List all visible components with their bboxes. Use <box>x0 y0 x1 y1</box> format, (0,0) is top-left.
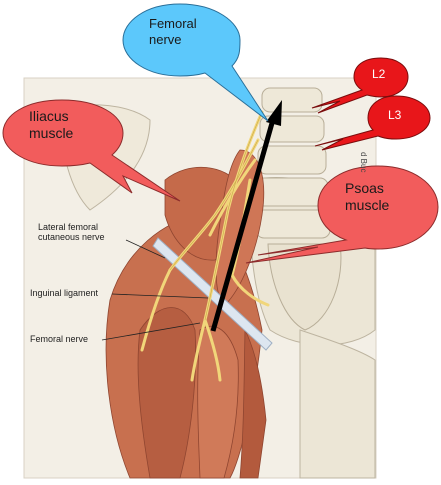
l3-callout-text: L3 <box>388 108 402 122</box>
femoral-nerve-arrow-shaft <box>210 115 277 332</box>
l2-callout-text: L2 <box>372 67 386 81</box>
psoas-callout <box>245 165 439 264</box>
iliacus-callout-text: Iliacus muscle <box>29 108 73 142</box>
iliacus-callout-line2: muscle <box>29 124 74 141</box>
inguinal-ligament <box>152 237 273 351</box>
lateral-femoral-label: Lateral femoral cutaneous nerve <box>38 222 105 242</box>
l2-callout <box>311 57 409 114</box>
label-leader-lines <box>101 239 209 341</box>
femoral-nerve-callout-line2: nerve <box>149 31 182 47</box>
lateral-femoral-label-line1: Lateral femoral <box>38 222 99 232</box>
watermark-text: d Buc <box>359 152 368 173</box>
psoas-callout-line2: muscle <box>345 196 390 213</box>
psoas-callout-line1: Psoas <box>345 180 384 196</box>
psoas-callout-text: Psoas muscle <box>345 180 389 214</box>
l3-callout <box>314 95 431 151</box>
sacrum <box>267 243 342 331</box>
femoral-nerve-arrow-head <box>266 100 282 126</box>
iliacus-callout-line1: Iliacus <box>29 108 69 124</box>
femoral-nerve-callout-line1: Femoral <box>149 16 197 31</box>
lateral-femoral-label-line2: cutaneous nerve <box>38 232 105 242</box>
inguinal-ligament-label: Inguinal ligament <box>30 288 99 298</box>
iliacus-callout <box>2 99 181 202</box>
femoral-nerve-label: Femoral nerve <box>30 334 89 344</box>
femoral-nerve-callout <box>122 3 269 122</box>
nerve-outline <box>169 111 263 321</box>
femoral-nerve-callout-text: Femoral nerve <box>149 16 197 47</box>
lumbar-spine <box>255 87 331 239</box>
